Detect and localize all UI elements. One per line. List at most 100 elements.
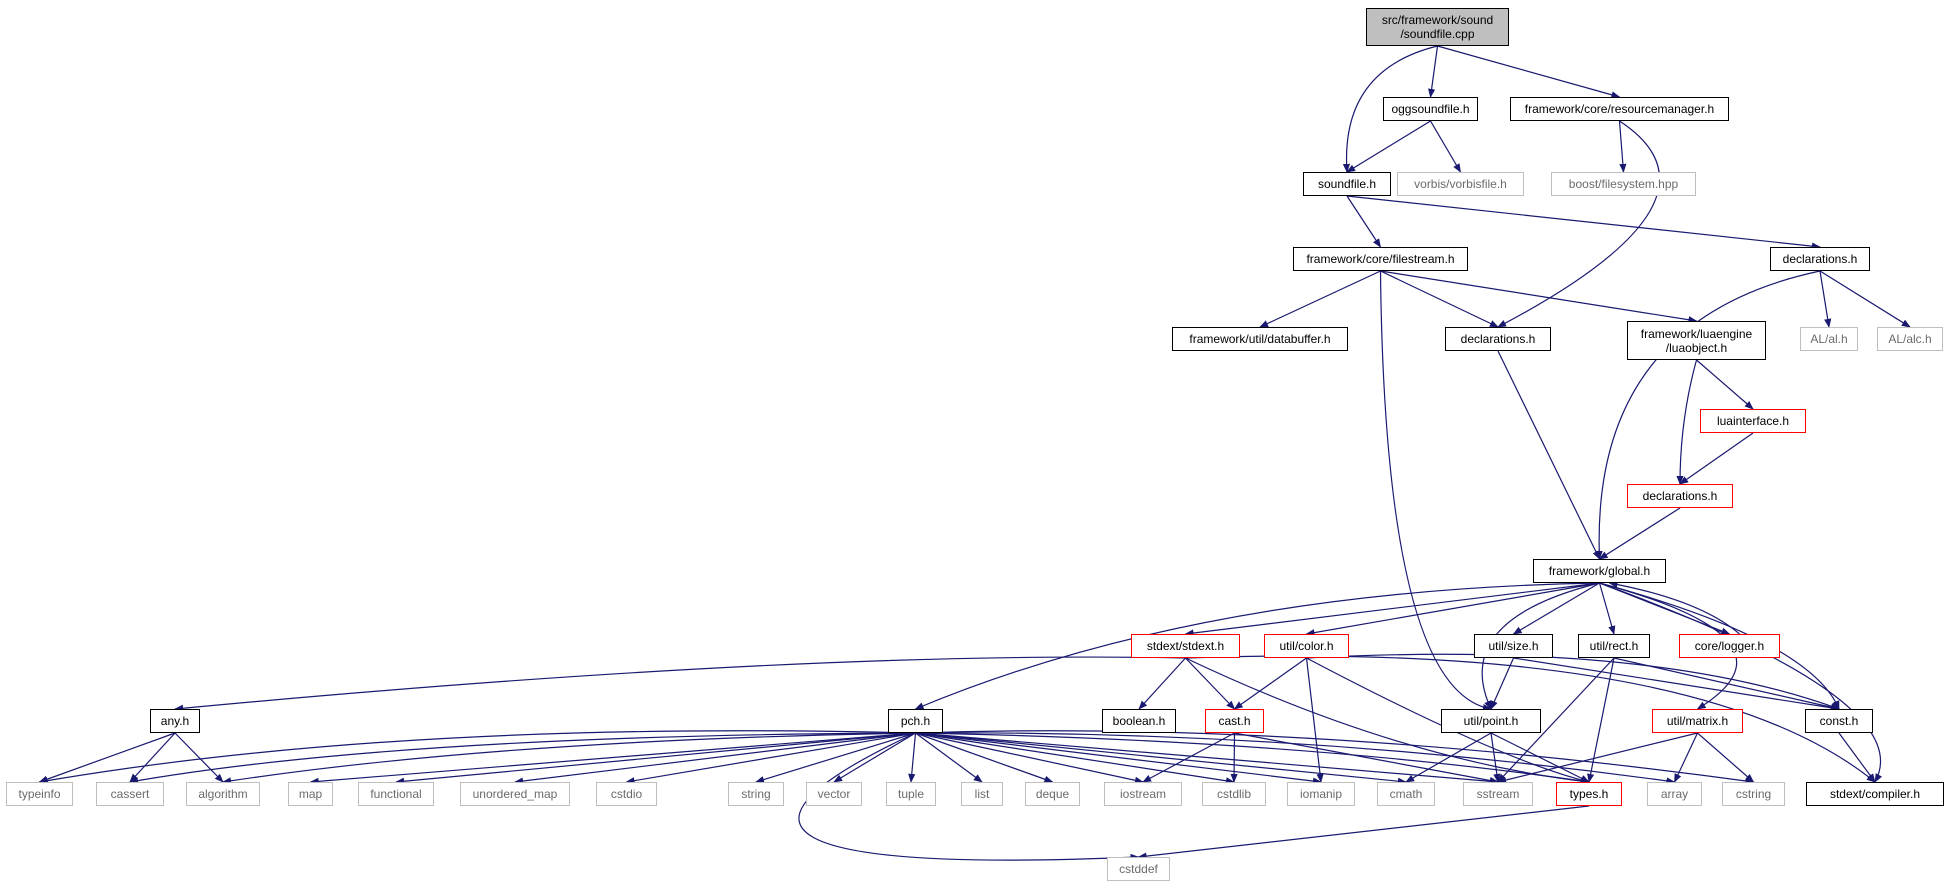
node-boostfs: boost/filesystem.hpp (1551, 172, 1696, 196)
edge-declsound-to-alch (1819, 270, 1911, 328)
edge-pch-to-iomanip (915, 732, 1322, 785)
edge-pch-to-cstddef (798, 732, 1140, 861)
node-soundfile[interactable]: soundfile.h (1303, 172, 1391, 196)
edge-pch-to-cmath (915, 732, 1407, 785)
edge-matrix-to-cstring (1697, 732, 1755, 783)
node-deque: deque (1025, 782, 1080, 806)
edge-root-to-oggsoundfile (1428, 45, 1439, 98)
node-algorithm: algorithm (186, 782, 260, 806)
node-luaobject[interactable]: framework/luaengine /luaobject.h (1627, 321, 1766, 360)
node-vorbisfile: vorbis/vorbisfile.h (1397, 172, 1524, 196)
node-cmath: cmath (1377, 782, 1435, 806)
edge-pch-to-cstdio (625, 732, 916, 785)
node-databuffer[interactable]: framework/util/databuffer.h (1172, 327, 1348, 351)
node-array: array (1647, 782, 1702, 806)
node-unordered-map: unordered_map (460, 782, 570, 806)
node-cast[interactable]: cast.h (1205, 709, 1264, 733)
edge-declsound-to-global (1595, 270, 1821, 560)
edge-pch-to-array (915, 732, 1676, 785)
edge-global-to-pch (914, 582, 1600, 710)
edge-global-to-compiler (1599, 582, 1883, 783)
node-sstream: sstream (1463, 782, 1533, 806)
node-filestream[interactable]: framework/core/filestream.h (1293, 247, 1468, 271)
node-consth[interactable]: const.h (1805, 709, 1873, 733)
node-oggsoundfile[interactable]: oggsoundfile.h (1383, 97, 1478, 121)
node-matrix[interactable]: util/matrix.h (1652, 709, 1743, 733)
edge-size-to-consth (1513, 657, 1840, 712)
edge-pch-to-typeinfo (38, 730, 916, 785)
edge-luaobject-to-decllua (1676, 359, 1698, 485)
edge-stdext-to-cast (1185, 657, 1236, 710)
node-declsound[interactable]: declarations.h (1770, 247, 1870, 271)
node-cstddef: cstddef (1107, 857, 1170, 881)
edge-pch-to-map (309, 732, 916, 785)
edge-logger-to-global (1608, 580, 1740, 635)
edge-luaobject-to-luainterface (1696, 359, 1754, 410)
node-boolean[interactable]: boolean.h (1102, 709, 1176, 733)
node-string: string (728, 782, 784, 806)
edge-pch-to-types (915, 732, 1590, 785)
edge-pch-to-unordered-map (514, 732, 916, 785)
edge-point-to-sstream (1490, 732, 1501, 783)
edge-root-to-soundfile (1342, 45, 1438, 173)
edge-layer (38, 45, 1911, 861)
node-iostream: iostream (1104, 782, 1182, 806)
node-pch[interactable]: pch.h (888, 709, 943, 733)
edge-root-to-resourcemanager (1437, 45, 1621, 99)
edge-anyh-to-typeinfo (38, 732, 176, 783)
edge-global-to-point (1481, 582, 1600, 710)
node-tuple: tuple (886, 782, 936, 806)
node-alch: AL/alc.h (1877, 327, 1943, 351)
edge-oggsoundfile-to-vorbisfile (1429, 120, 1462, 173)
node-alh: AL/al.h (1800, 327, 1858, 351)
node-stdext[interactable]: stdext/stdext.h (1131, 634, 1240, 658)
node-size[interactable]: util/size.h (1474, 634, 1553, 658)
edge-cast-to-sstream (1234, 732, 1499, 785)
node-point[interactable]: util/point.h (1441, 709, 1541, 733)
edge-stdext-to-boolean (1138, 657, 1186, 710)
edge-color-to-cast (1233, 657, 1307, 710)
edge-cast-to-cstdlib (1230, 732, 1238, 783)
edge-luainterface-to-decllua (1679, 432, 1754, 485)
edge-anyh-to-algorithm (174, 732, 224, 783)
node-luainterface[interactable]: luainterface.h (1700, 409, 1806, 433)
edge-global-to-rect (1598, 582, 1616, 635)
node-rect[interactable]: util/rect.h (1578, 634, 1650, 658)
edge-pch-to-tuple (908, 732, 917, 783)
node-declcore[interactable]: declarations.h (1445, 327, 1551, 351)
node-color[interactable]: util/color.h (1264, 634, 1349, 658)
edge-pch-to-string (755, 732, 916, 784)
node-root: src/framework/sound /soundfile.cpp (1366, 8, 1509, 46)
edge-size-to-point (1490, 657, 1515, 710)
node-logger[interactable]: core/logger.h (1679, 634, 1780, 658)
node-map: map (288, 782, 333, 806)
node-decllua[interactable]: declarations.h (1627, 484, 1733, 508)
node-anyh[interactable]: any.h (150, 709, 200, 733)
edge-color-to-iomanip (1305, 657, 1324, 783)
edge-pch-to-algorithm (222, 732, 916, 785)
node-global[interactable]: framework/global.h (1533, 559, 1666, 583)
node-functional: functional (358, 782, 434, 806)
edge-decllua-to-global (1598, 507, 1681, 560)
edge-pch-to-list (915, 732, 983, 783)
edge-consth-to-compiler (1838, 732, 1876, 783)
edge-global-to-color (1305, 582, 1600, 637)
edge-global-to-size (1512, 582, 1600, 635)
node-cassert: cassert (96, 782, 164, 806)
node-iomanip: iomanip (1287, 782, 1355, 806)
edge-point-to-types (1490, 732, 1590, 783)
edge-pch-to-iostream (915, 732, 1144, 784)
edge-pch-to-sstream (915, 732, 1499, 785)
node-cstring: cstring (1722, 782, 1785, 806)
edge-color-to-types (1306, 657, 1590, 784)
node-compiler[interactable]: stdext/compiler.h (1806, 782, 1944, 806)
edge-filestream-to-declcore (1380, 270, 1499, 328)
edge-soundfile-to-declsound (1346, 195, 1821, 250)
edge-cast-to-iostream (1142, 732, 1235, 783)
edge-matrix-to-sstream (1497, 732, 1698, 784)
edge-filestream-to-luaobject (1380, 270, 1698, 324)
edge-pch-to-deque (915, 732, 1054, 783)
node-types[interactable]: types.h (1556, 782, 1622, 806)
node-resourcemanager[interactable]: framework/core/resourcemanager.h (1510, 97, 1729, 121)
